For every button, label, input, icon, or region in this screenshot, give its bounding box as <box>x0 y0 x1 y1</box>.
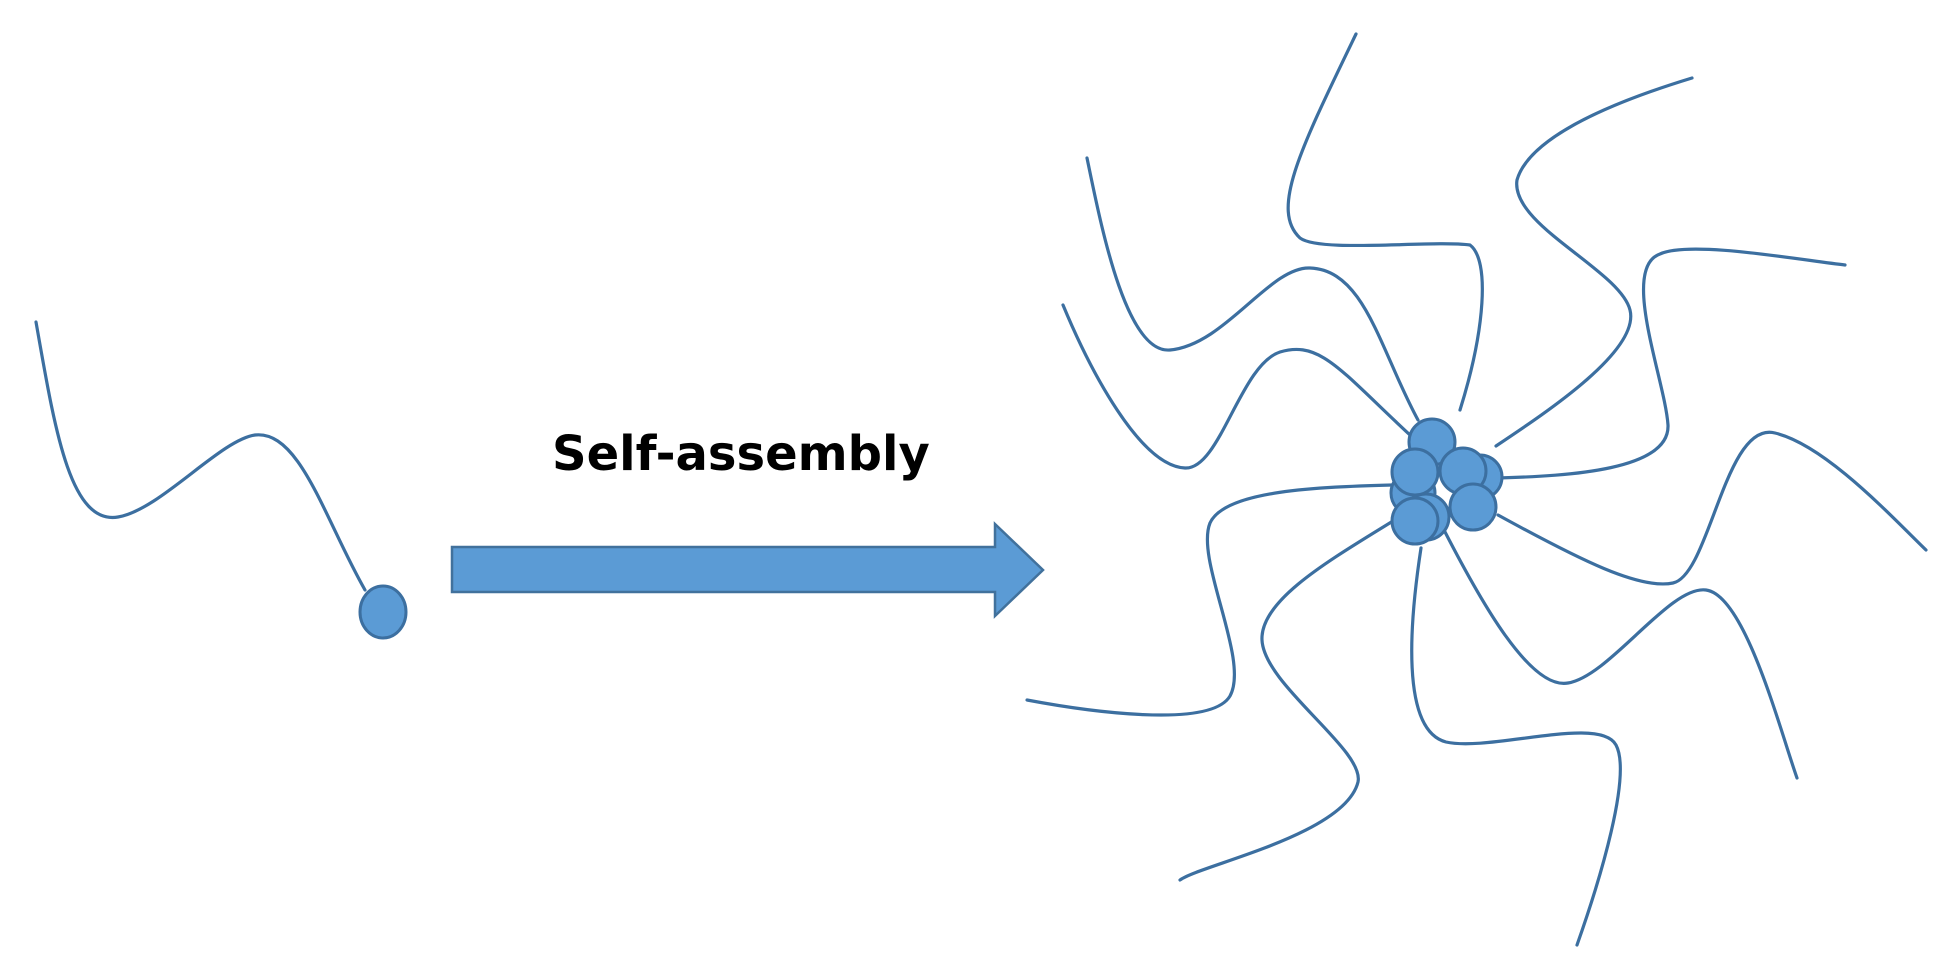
micelle-tail <box>1496 430 1928 586</box>
micelle-tail <box>1061 303 1412 470</box>
micelle-tail <box>1085 156 1420 422</box>
micelle-tail <box>1410 546 1622 947</box>
micelle-tail <box>1286 32 1484 412</box>
molecule-tail <box>34 320 367 592</box>
micelle-heads <box>1389 417 1504 546</box>
right-arrow-icon <box>450 521 1045 619</box>
single-molecule <box>34 320 408 640</box>
micelle <box>1025 32 1928 947</box>
micelle-tail <box>1025 483 1394 717</box>
self-assembly-arrow: Self-assembly <box>450 426 1045 619</box>
micelle-tail <box>1496 247 1847 480</box>
micelle-tail <box>1494 76 1694 448</box>
micelle-tails <box>1025 32 1928 947</box>
micelle-head <box>1390 447 1440 497</box>
micelle-tail <box>1442 528 1799 780</box>
micelle-head <box>1448 482 1498 532</box>
micelle-head <box>1390 496 1440 546</box>
micelle-tail <box>1178 519 1395 882</box>
molecule-head <box>358 584 408 640</box>
arrow-label: Self-assembly <box>552 426 930 482</box>
